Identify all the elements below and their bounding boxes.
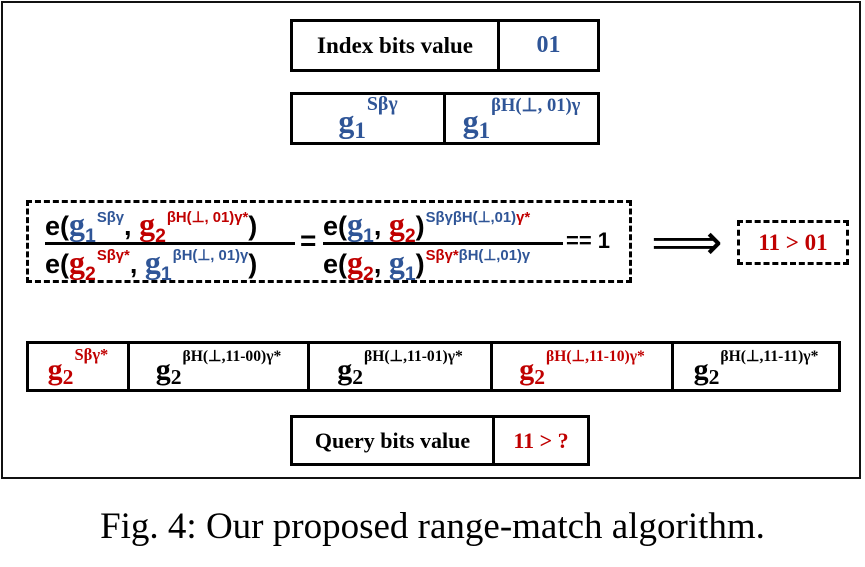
equation-result: == 1 [566,228,611,253]
left-fraction-bar [45,242,295,245]
query-divider-2 [307,344,310,389]
figure-caption: Fig. 4: Our proposed range-match algorit… [100,506,765,547]
index-bits-label: Index bits value [317,32,473,58]
token1-base: g [338,103,355,139]
right-numerator: e(g1, g2)SβγβH(⊥,01)γ* [323,206,531,248]
token1-sub: 1 [354,116,366,143]
index-bits-value: 01 [536,32,561,58]
comparison-result-box: 11 > 01 [737,220,849,265]
query-divider-1 [127,344,130,389]
right-denominator: e(g2, g1)Sβγ*βH(⊥,01)γ [323,244,531,286]
right-fraction-bar [323,242,563,245]
query-bits-value: 11 > ? [513,427,569,453]
equals-sign: = [300,225,317,256]
query-bits-box: Query bits value 11 > ? [290,415,590,466]
index-token-divider [443,95,446,142]
query-bits-divider [492,418,495,463]
token2-base: g [462,103,479,139]
index-bits-box: Index bits value 01 [290,19,600,72]
query-bits-label: Query bits value [314,427,471,453]
token2-sub: 1 [478,116,491,143]
query-divider-4 [671,344,674,389]
index-bits-divider [497,22,500,69]
left-numerator: e(g1Sβγ, g2βH(⊥, 01)γ*) [45,206,258,248]
comparison-result-text: 11 > 01 [758,229,828,255]
left-denominator: e(g2Sβγ*, g1βH(⊥, 01)γ) [45,244,258,286]
pairing-equation-box [26,200,632,283]
implies-arrow-icon: ⟹ [651,213,723,271]
token1-sup: Sβγ [366,93,398,116]
token2-sup: βH(⊥, 01)γ [491,94,581,116]
query-divider-3 [490,344,493,389]
